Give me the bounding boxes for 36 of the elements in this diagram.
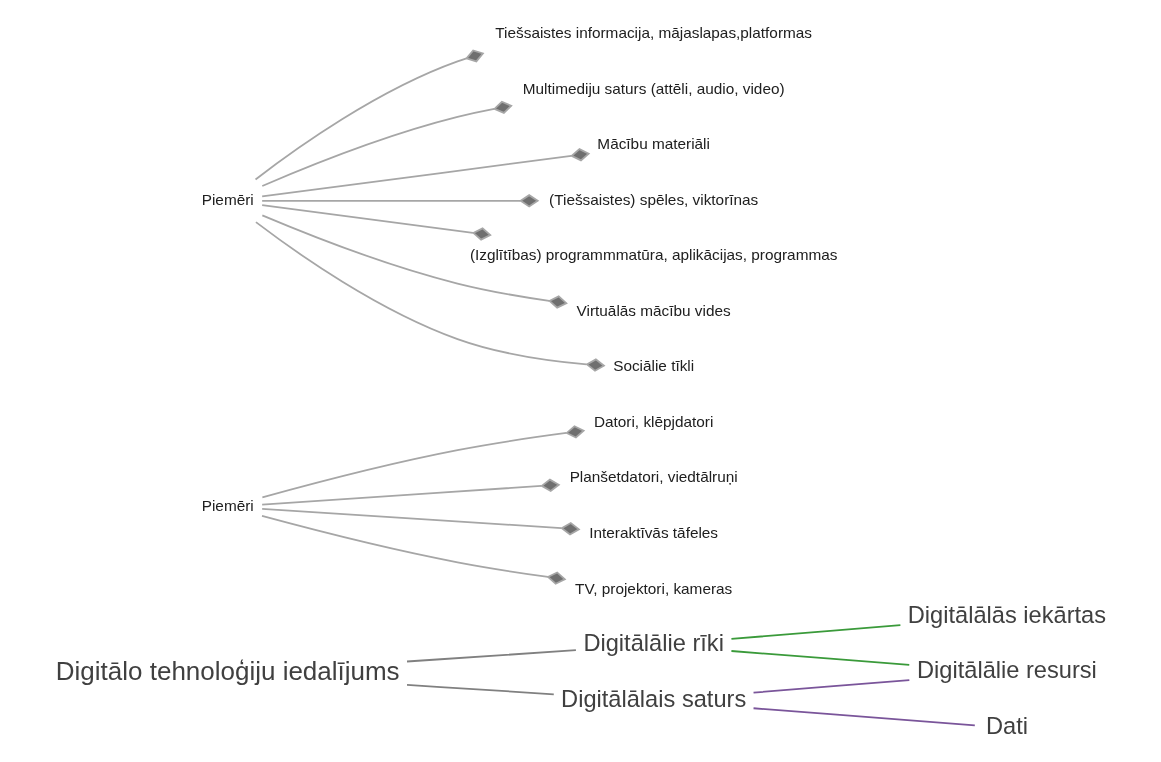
connector [260,478,560,506]
connector [730,624,901,640]
node-text: Datori, klēpjdatori [593,412,713,430]
connector [260,515,566,585]
node-text: Digitālālais saturs [560,685,746,712]
node-text: Sociālie tīkli [612,357,694,375]
connector [260,204,492,241]
connector [260,100,513,187]
connector [260,214,568,309]
connector [405,649,577,663]
connector [405,683,555,696]
connector [254,221,605,372]
node-text: (Izglītības) programmmatūra, aplikācijas, programmas [469,246,837,264]
node-text: Multimediju saturs (attēli, audio, video) [522,79,785,97]
connector [730,650,910,666]
node-text: Mācību materiāli [596,135,710,153]
node-text: Virtuālās mācību vides [576,301,731,319]
node-text: Digitālālie resursi [916,657,1097,684]
node-text: TV, projektori, kameras [574,579,732,597]
connector [260,194,539,208]
node-text: Digitālālie rīki [582,629,724,656]
connector [261,425,585,499]
node-text: (Tiešsaistes) spēles, viktorīnas [548,190,758,208]
connector [752,707,976,727]
node-text: Piemēri [201,496,254,514]
connector [260,148,590,198]
connector [254,49,484,181]
connector [752,679,910,694]
node-text: Digitālo tehnoloģiju iedalījums [55,656,400,687]
connector [260,508,580,536]
node-text: Dati [985,712,1028,739]
node-text: Tiešsaistes informacija, mājaslapas,platformas [494,24,812,42]
node-text: Piemēri [201,190,254,208]
node-text: Interaktīvās tāfeles [588,524,718,542]
node-text: Planšetdatori, viedtālruņi [569,468,738,486]
node-text: Digitālālās iekārtas [907,601,1106,628]
